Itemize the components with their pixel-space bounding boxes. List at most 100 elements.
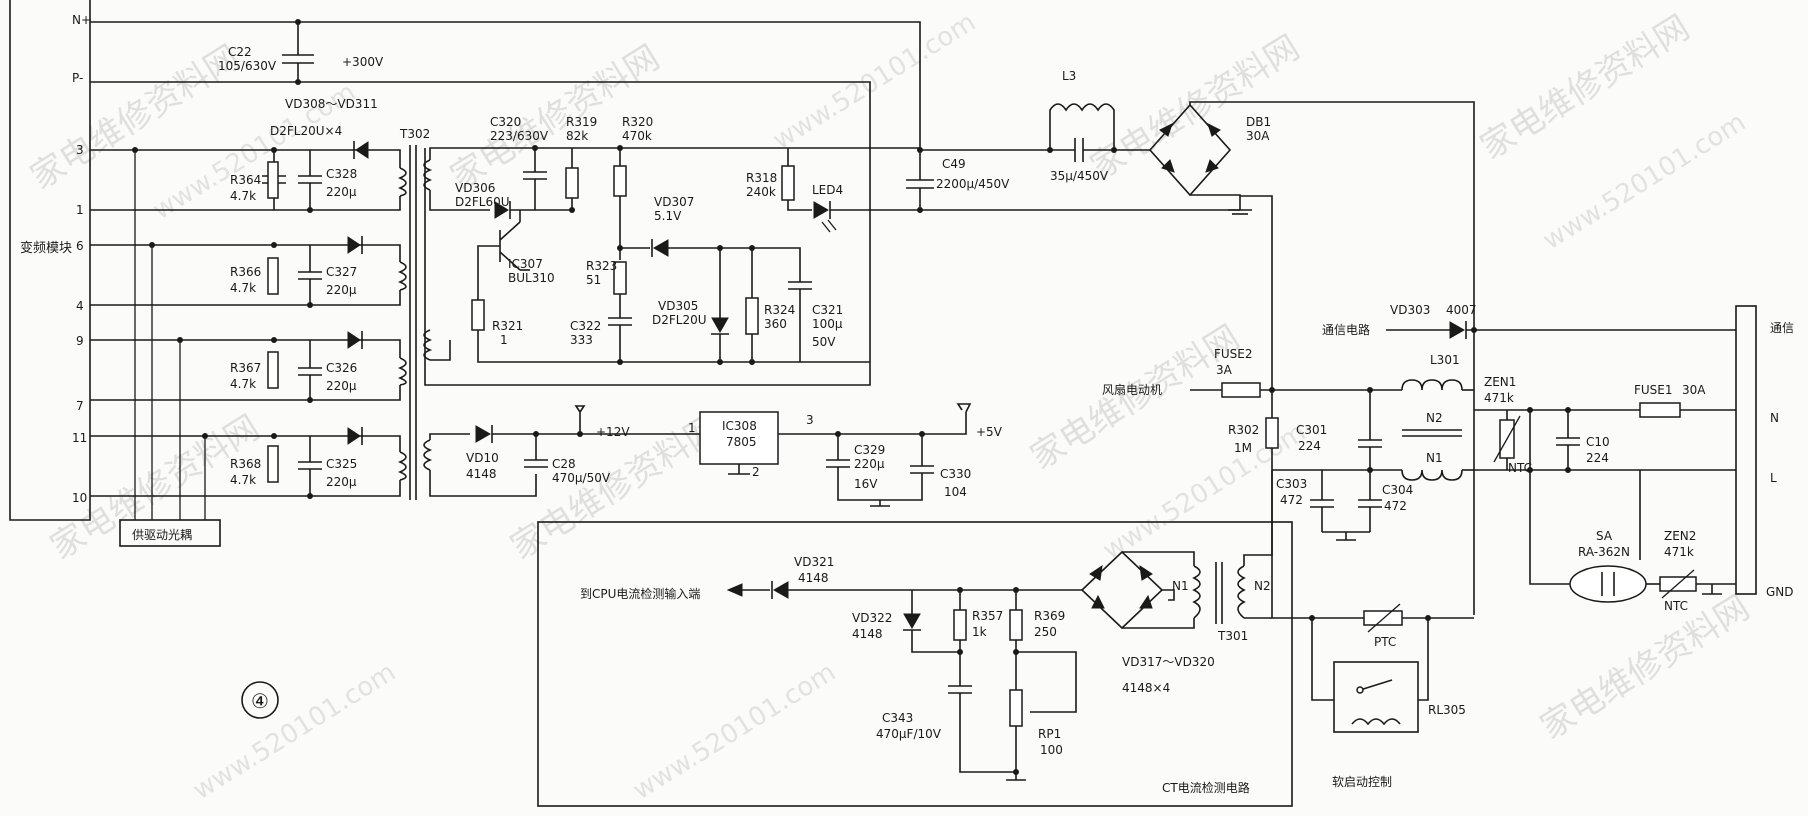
ic308-value: 7805 <box>726 435 757 449</box>
ptc-label: PTC <box>1374 635 1396 649</box>
capacitor-label: C325 <box>326 457 357 471</box>
r319-value: 82k <box>566 129 588 143</box>
led4-name: LED4 <box>812 183 843 197</box>
zen1-value: 471k <box>1484 391 1514 405</box>
c10-value: 224 <box>1586 451 1609 465</box>
c304-name: C304 <box>1382 483 1413 497</box>
zen1-ntc: NTC <box>1508 461 1532 475</box>
pin-label: 9 <box>76 334 84 348</box>
l301-n2: N2 <box>1426 411 1443 425</box>
c321-voltage: 50V <box>812 335 836 349</box>
figure-number-label: ④ <box>251 689 269 713</box>
vd306-value: D2FL60U <box>455 195 510 209</box>
r320-name: R320 <box>622 115 653 129</box>
comm-circuit-label: 通信电路 <box>1322 322 1370 337</box>
terminal-gnd: GND <box>1766 585 1794 599</box>
c321-value: 100μ <box>812 317 843 331</box>
fuse1-name: FUSE1 <box>1634 383 1673 397</box>
figure-number: ④ <box>241 681 279 719</box>
soft-start-label: 软启动控制 <box>1332 775 1392 789</box>
fuse1-value: 30A <box>1682 383 1706 397</box>
vd303-value: 4007 <box>1446 303 1477 317</box>
diode-group-name: VD308～VD311 <box>285 97 378 111</box>
diode-group-part: D2FL20U×4 <box>270 124 342 138</box>
c301-value: 224 <box>1298 439 1321 453</box>
c329-name: C329 <box>854 443 885 457</box>
vd322-value: 4148 <box>852 627 883 641</box>
c322-value: 333 <box>570 333 593 347</box>
c329-value: 220μ <box>854 457 885 471</box>
fan-label: 风扇电动机 <box>1102 382 1162 397</box>
vd321-name: VD321 <box>794 555 834 569</box>
sa-value: RA-362N <box>1578 545 1630 559</box>
pin-label: 1 <box>76 203 84 217</box>
pin-label: P- <box>72 71 83 85</box>
vd306-name: VD306 <box>455 181 495 195</box>
c322-name: C322 <box>570 319 601 333</box>
r323-name: R323 <box>586 259 617 273</box>
capacitor-value: 220μ <box>326 185 357 199</box>
vd321-value: 4148 <box>798 571 829 585</box>
c303-name: C303 <box>1276 477 1307 491</box>
r320-value: 470k <box>622 129 652 143</box>
vd303-name: VD303 <box>1390 303 1430 317</box>
watermark-url: www.520101.com <box>1538 107 1751 256</box>
resistor-label: R367 <box>230 361 261 375</box>
r302-name: R302 <box>1228 423 1259 437</box>
capacitor-label: C326 <box>326 361 357 375</box>
capacitor-label: C327 <box>326 265 357 279</box>
resistor-value: 4.7k <box>230 281 256 295</box>
resistor-value: 4.7k <box>230 473 256 487</box>
c22-voltage: +300V <box>342 55 384 69</box>
r319-name: R319 <box>566 115 597 129</box>
c301-name: C301 <box>1296 423 1327 437</box>
pin-label: 10 <box>72 491 87 505</box>
bridge-name: VD317～VD320 <box>1122 655 1215 669</box>
pin-label: N+ <box>72 13 91 27</box>
watermark-url: www.520101.com <box>188 657 401 806</box>
c304-value: 472 <box>1384 499 1407 513</box>
r357-name: R357 <box>972 609 1003 623</box>
module-label: 变频模块 <box>20 240 72 256</box>
c49-name: C49 <box>942 157 966 171</box>
vd307-value: 5.1V <box>654 209 682 223</box>
vd322-name: VD322 <box>852 611 892 625</box>
l301-n1: N1 <box>1426 451 1443 465</box>
switching-primary: VD306 D2FL60U C320 223/630V R319 82k R32… <box>429 115 1240 365</box>
c343-name: C343 <box>882 711 913 725</box>
gate-drive-channels: VD308～VD311 D2FL20U×4 T302 R364 4.7k C32… <box>90 97 430 499</box>
regulator-section: VD10 4148 C28 470μ/50V +12V IC308 7805 1… <box>429 403 1003 507</box>
zen2-value: 471k <box>1664 545 1694 559</box>
c10-name: C10 <box>1586 435 1610 449</box>
resistor-label: R368 <box>230 457 261 471</box>
pin-label: 11 <box>72 431 87 445</box>
vd10-name: VD10 <box>466 451 499 465</box>
zen2-ntc: NTC <box>1664 599 1688 613</box>
db1-name: DB1 <box>1246 115 1271 129</box>
watermark-url: www.520101.com <box>628 657 841 806</box>
l3-cap: 35μ/450V <box>1050 169 1109 183</box>
c330-value: 104 <box>944 485 967 499</box>
capacitor-value: 220μ <box>326 283 357 297</box>
pin-label: 7 <box>76 399 84 413</box>
c22-label: C22 <box>228 45 252 59</box>
resistor-label: R364 <box>230 173 261 187</box>
zen2-name: ZEN2 <box>1664 529 1696 543</box>
sa-name: SA <box>1596 529 1613 543</box>
r323-value: 51 <box>586 273 601 287</box>
terminal-l: L <box>1770 471 1777 485</box>
t301-n1: N1 <box>1172 579 1189 593</box>
ct-label: CT电流检测电路 <box>1162 780 1250 795</box>
terminal-comm: 通信 <box>1770 321 1794 335</box>
c28-value: 470μ/50V <box>552 471 611 485</box>
t301-n2: N2 <box>1254 579 1271 593</box>
ct-detection-circuit: CT电流检测电路 到CPU电流检测输入端 VD321 4148 VD322 41… <box>537 470 1293 807</box>
c320-value: 223/630V <box>490 129 549 143</box>
watermark-text: 家电维修资料网 <box>1534 588 1757 748</box>
r318-value: 240k <box>746 185 776 199</box>
c22-value: 105/630V <box>218 59 277 73</box>
transformer-t302 <box>409 145 433 500</box>
r318-name: R318 <box>746 171 777 185</box>
